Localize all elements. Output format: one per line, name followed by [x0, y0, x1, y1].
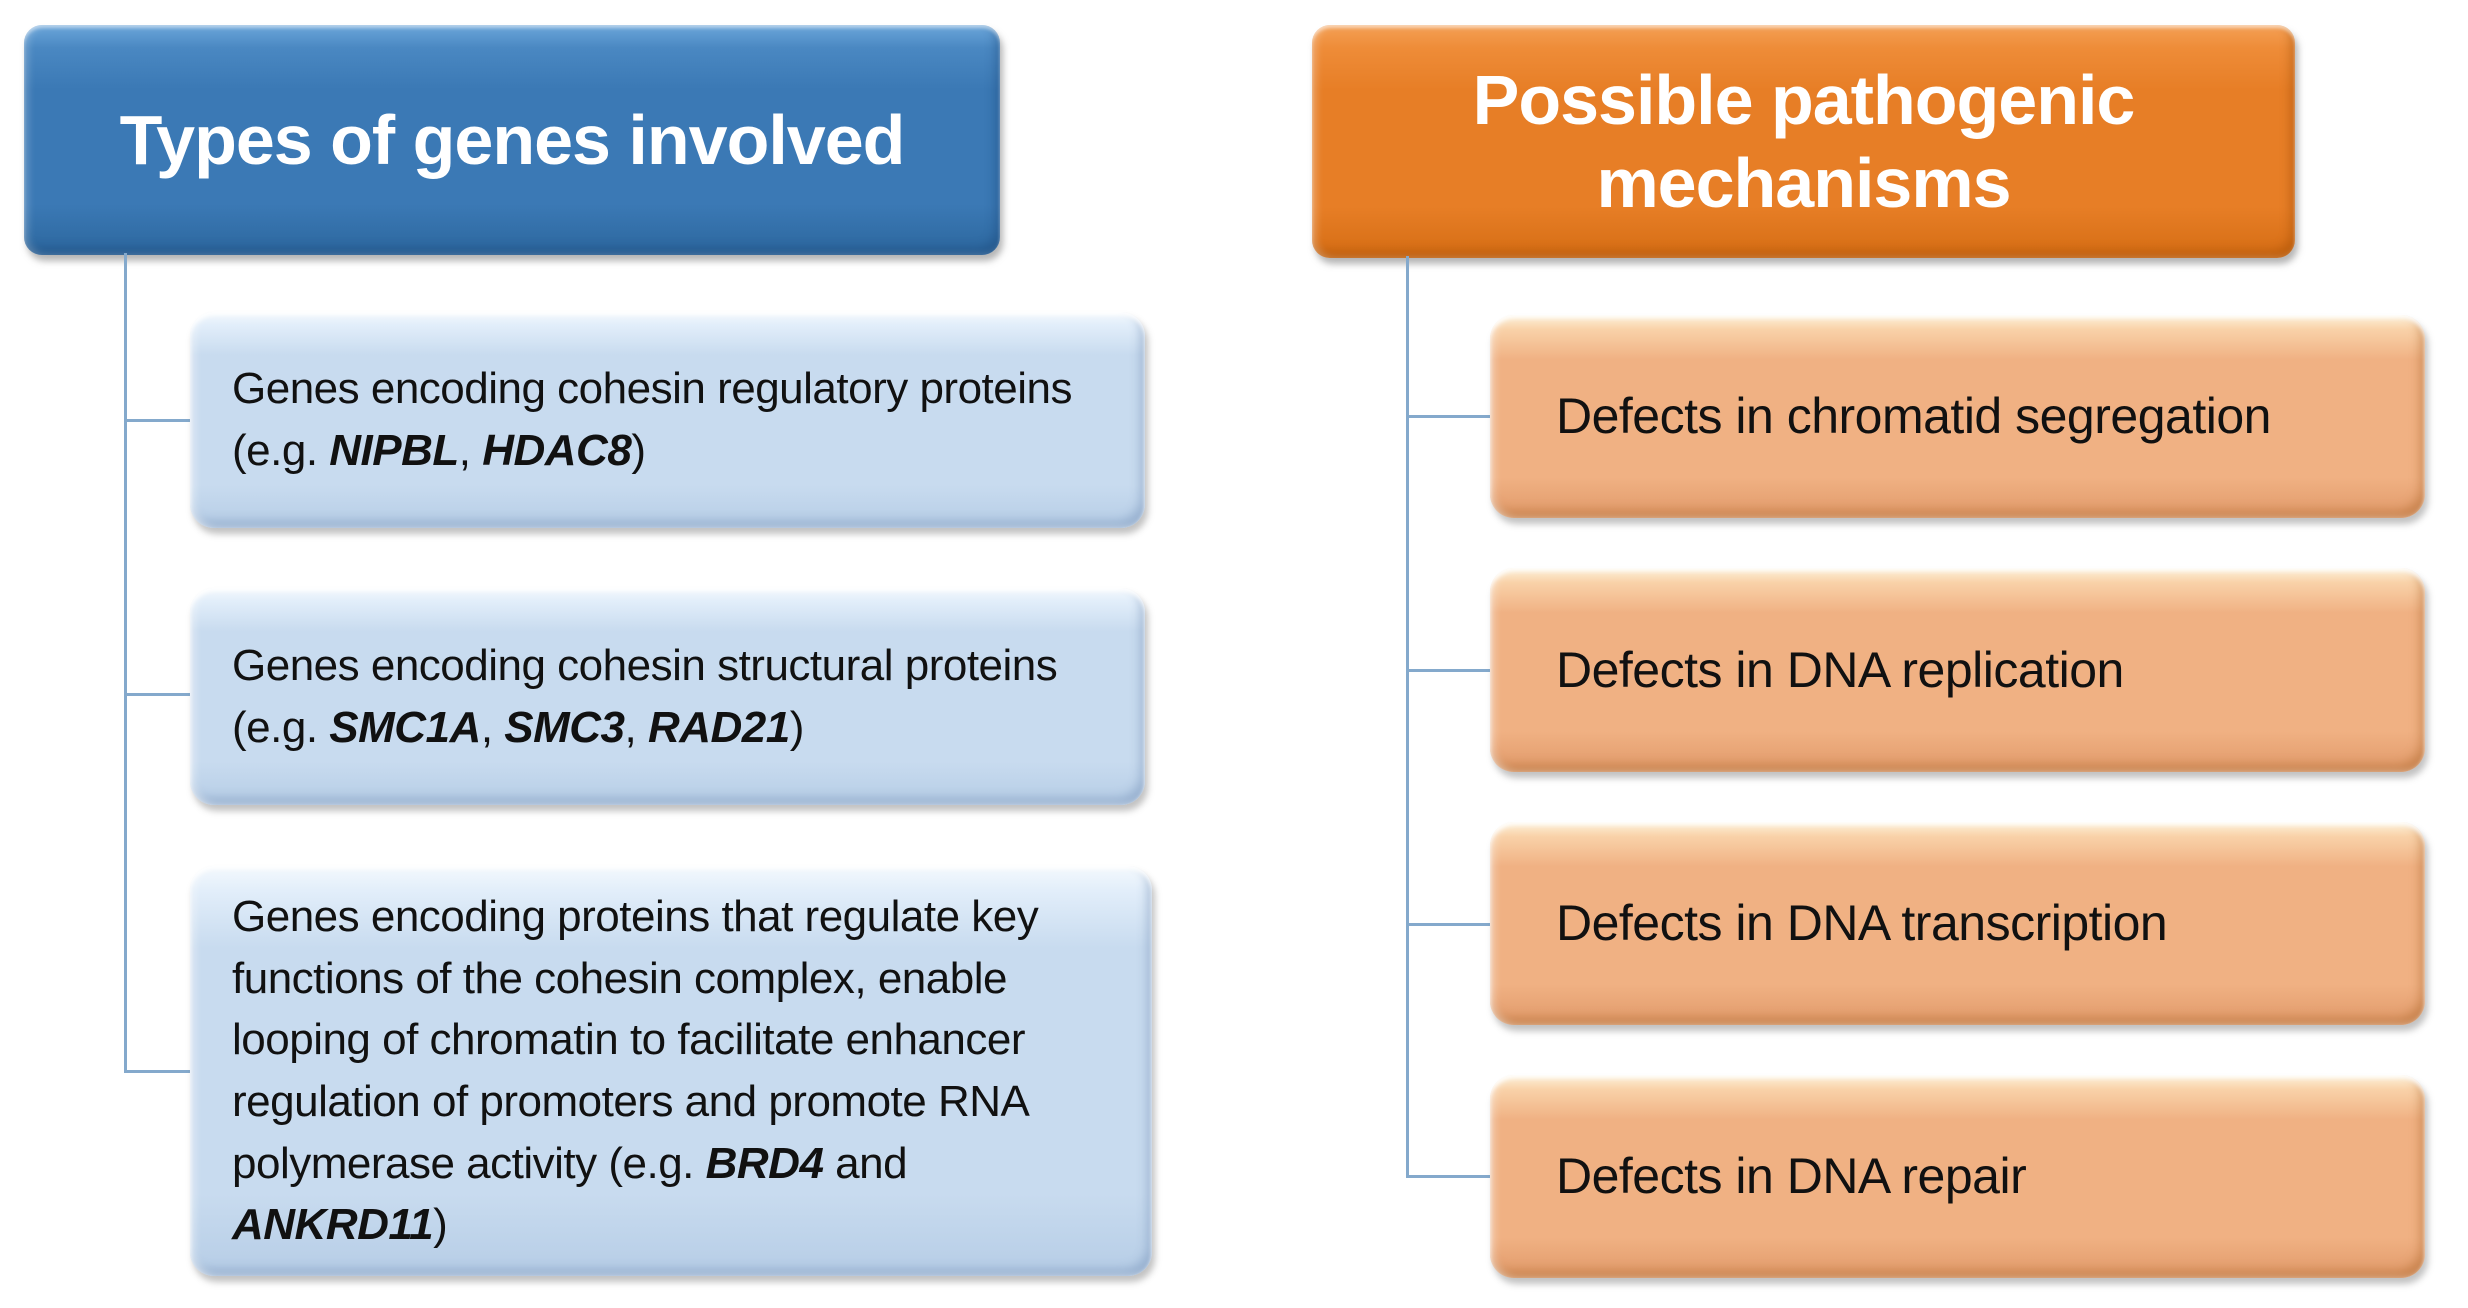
gene-name: RAD21 [647, 702, 790, 752]
text-run: , [624, 702, 648, 752]
left-item-3-text: Genes encoding proteins that regulate ke… [232, 886, 1114, 1256]
text-run: Defects in DNA replication [1556, 641, 2124, 698]
gene-name: ANKRD11 [232, 1200, 434, 1250]
gene-name: HDAC8 [482, 426, 632, 475]
text-run: Defects in chromatid segregation [1556, 388, 2271, 444]
left-header: Types of genes involved [24, 25, 1000, 255]
left-connector-vertical [124, 253, 127, 1073]
text-run: ) [433, 1200, 448, 1250]
text-run: ) [631, 426, 646, 475]
left-connector-stub-2 [124, 693, 192, 696]
left-item-2: Genes encoding cohesin structural protei… [190, 588, 1145, 805]
gene-name: NIPBL [329, 426, 459, 475]
text-run: Defects in DNA repair [1556, 1148, 2027, 1204]
right-connector-vertical [1406, 256, 1409, 1178]
right-item-2-text: Defects in DNA replication [1556, 638, 2124, 703]
gene-name: BRD4 [705, 1138, 824, 1188]
left-item-3: Genes encoding proteins that regulate ke… [190, 866, 1152, 1276]
left-connector-stub-1 [124, 419, 192, 422]
right-item-4: Defects in DNA repair [1490, 1075, 2425, 1278]
right-item-1: Defects in chromatid segregation [1490, 315, 2425, 518]
right-item-2: Defects in DNA replication [1490, 568, 2425, 772]
left-item-1-text: Genes encoding cohesin regulatory protei… [232, 358, 1107, 481]
text-run: and [823, 1138, 908, 1188]
text-run: Genes encoding cohesin structural protei… [232, 640, 1058, 752]
right-connector-stub-1 [1406, 415, 1492, 418]
text-run: , [458, 426, 483, 475]
text-run: ) [789, 702, 805, 752]
gene-name: SMC3 [504, 702, 625, 752]
right-item-4-text: Defects in DNA repair [1556, 1144, 2027, 1209]
right-item-1-text: Defects in chromatid segregation [1556, 384, 2271, 449]
text-run: , [480, 702, 505, 752]
right-header: Possible pathogenic mechanisms [1312, 25, 2295, 258]
text-run: Genes encoding cohesin regulatory protei… [232, 364, 1073, 475]
left-item-1: Genes encoding cohesin regulatory protei… [190, 312, 1145, 528]
right-connector-stub-4 [1406, 1175, 1492, 1178]
right-item-3: Defects in DNA transcription [1490, 822, 2425, 1025]
left-item-2-text: Genes encoding cohesin structural protei… [232, 635, 1107, 758]
text-run: Defects in DNA transcription [1556, 895, 2168, 951]
right-connector-stub-3 [1406, 923, 1492, 926]
gene-name: SMC1A [329, 702, 481, 752]
text-run: Genes encoding proteins that regulate ke… [232, 892, 1039, 1188]
right-connector-stub-2 [1406, 669, 1492, 672]
right-item-3-text: Defects in DNA transcription [1556, 891, 2168, 956]
left-connector-stub-3 [124, 1070, 192, 1073]
